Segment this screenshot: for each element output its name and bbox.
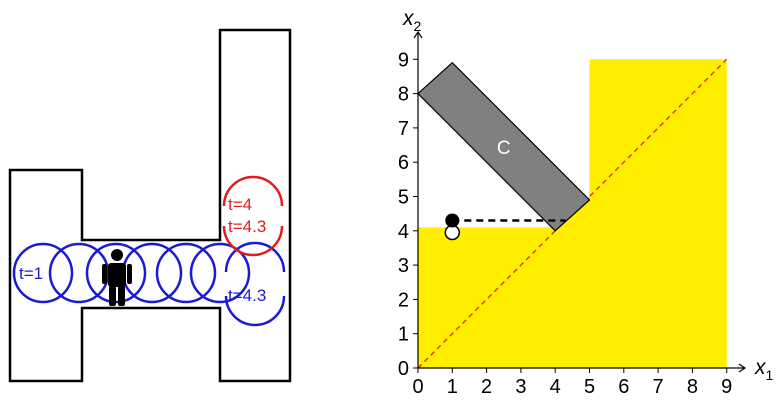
x-tick-label: 2 xyxy=(481,376,492,398)
label-blue-time-end: t=4.3 xyxy=(228,286,266,305)
x-tick-label: 0 xyxy=(412,376,423,398)
floor-plan: t=1 t=4 t=4.3 t=4.3 xyxy=(8,28,292,383)
blue-trajectory xyxy=(12,241,286,327)
person-icon xyxy=(102,249,132,306)
blue-circle xyxy=(189,242,251,304)
y-tick-label: 6 xyxy=(398,152,409,174)
label-red-time-b: t=4.3 xyxy=(228,217,266,236)
filled-point xyxy=(445,213,460,228)
y-axis-arrow xyxy=(413,30,423,39)
y-tick-label: 7 xyxy=(398,118,409,140)
x-axis-label: x1 xyxy=(754,356,774,383)
building-walls xyxy=(8,28,292,383)
obstacle-label: C xyxy=(497,138,511,159)
blue-circle xyxy=(155,242,217,304)
x-tick-label: 3 xyxy=(515,376,526,398)
y-tick-label: 3 xyxy=(398,255,409,277)
x-axis-label-sub: 1 xyxy=(766,367,774,383)
x-tick-label: 1 xyxy=(447,376,458,398)
red-arc-lower xyxy=(222,225,284,257)
red-trajectory xyxy=(222,175,284,257)
red-arc-upper xyxy=(222,175,284,207)
label-start-time: t=1 xyxy=(19,264,43,283)
x-tick-label: 9 xyxy=(721,376,732,398)
x-axis-label-main: x xyxy=(754,356,767,379)
y-tick-label: 5 xyxy=(398,187,409,209)
blue-circle xyxy=(12,242,74,304)
label-red-time-a: t=4 xyxy=(228,195,252,214)
x-tick-label: 7 xyxy=(653,376,664,398)
y-axis-label: x2 xyxy=(402,7,422,34)
y-axis-label-sub: 2 xyxy=(414,18,422,34)
x-tick-label: 6 xyxy=(618,376,629,398)
x-tick-group: 0 1 2 3 4 5 6 7 8 9 xyxy=(412,368,732,398)
y-tick-label: 1 xyxy=(398,324,409,346)
y-tick-label: 4 xyxy=(398,221,409,243)
blue-arc-upper xyxy=(224,241,286,273)
y-tick-label: 2 xyxy=(398,289,409,311)
y-tick-group: 0 1 2 3 4 5 6 7 8 9 xyxy=(398,49,418,380)
blue-circle xyxy=(48,242,110,304)
blue-arc-lower xyxy=(224,295,286,327)
x-axis-arrow xyxy=(738,363,747,373)
hollow-point xyxy=(444,224,461,241)
y-tick-label: 9 xyxy=(398,49,409,71)
x-tick-label: 4 xyxy=(550,376,561,398)
x-tick-label: 5 xyxy=(584,376,595,398)
obstacle-c xyxy=(417,61,591,232)
y-tick-label: 8 xyxy=(398,84,409,106)
y-axis-label-main: x xyxy=(402,7,415,30)
y-tick-label: 0 xyxy=(398,358,409,380)
x-tick-label: 8 xyxy=(687,376,698,398)
